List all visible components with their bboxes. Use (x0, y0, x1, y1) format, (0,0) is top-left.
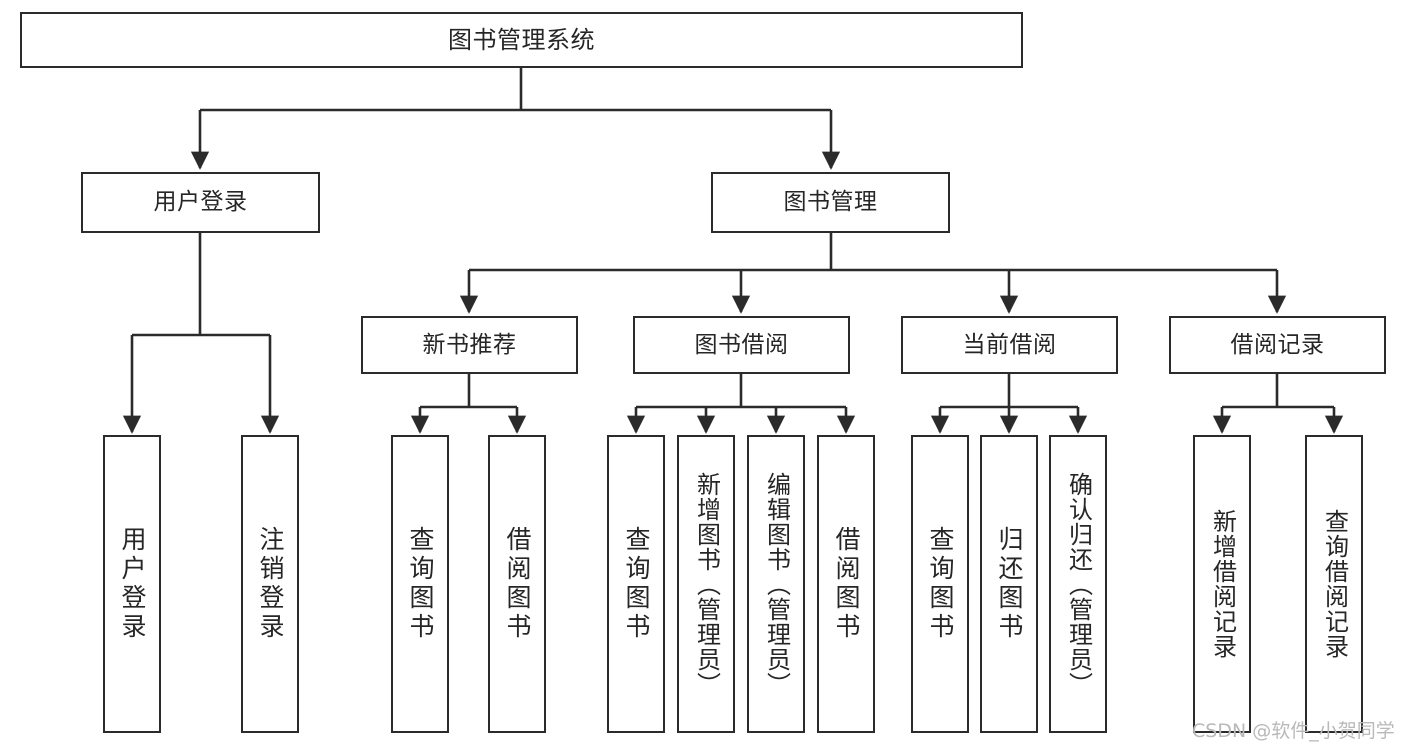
watermark-csdn: CSDN @软件_小贺同学 (1192, 720, 1395, 742)
leaf-borrow-edit-book-admin[interactable]: 编辑图书（管理员） (747, 435, 805, 733)
node-borrow-record[interactable]: 借阅记录 (1169, 316, 1386, 374)
leaf-user-login-logout[interactable]: 注销登录 (241, 435, 299, 733)
leaf-current-confirm-return-admin-label: 确认归还（管理员） (1064, 471, 1093, 697)
leaf-user-login-login-label: 用户登录 (118, 526, 147, 642)
leaf-record-query-record[interactable]: 查询借阅记录 (1305, 435, 1363, 733)
leaf-borrow-query-book-label: 查询图书 (622, 526, 651, 642)
leaf-recommend-borrow-book[interactable]: 借阅图书 (488, 435, 546, 733)
leaf-current-query-book-label: 查询图书 (926, 526, 955, 642)
node-book-borrow[interactable]: 图书借阅 (633, 316, 850, 374)
node-user-login[interactable]: 用户登录 (81, 172, 320, 233)
node-book-management[interactable]: 图书管理 (711, 172, 950, 233)
leaf-borrow-edit-book-admin-label: 编辑图书（管理员） (762, 471, 791, 697)
leaf-current-query-book[interactable]: 查询图书 (911, 435, 969, 733)
leaf-borrow-borrow-book[interactable]: 借阅图书 (817, 435, 875, 733)
leaf-current-confirm-return-admin[interactable]: 确认归还（管理员） (1049, 435, 1107, 733)
node-user-login-label: 用户登录 (153, 189, 248, 215)
node-book-borrow-label: 图书借阅 (694, 331, 789, 358)
leaf-borrow-add-book-admin-label: 新增图书（管理员） (692, 471, 721, 697)
node-root-system-label: 图书管理系统 (448, 26, 595, 54)
node-root-system[interactable]: 图书管理系统 (20, 12, 1023, 68)
leaf-user-login-login[interactable]: 用户登录 (103, 435, 161, 733)
leaf-current-return-book-label: 归还图书 (995, 526, 1024, 642)
leaf-record-add-record-label: 新增借阅记录 (1208, 509, 1237, 659)
node-new-book-recommend[interactable]: 新书推荐 (361, 316, 578, 374)
node-new-book-recommend-label: 新书推荐 (422, 331, 517, 358)
node-borrow-record-label: 借阅记录 (1230, 331, 1325, 358)
node-current-borrow-label: 当前借阅 (962, 331, 1057, 358)
leaf-borrow-query-book[interactable]: 查询图书 (607, 435, 665, 733)
node-current-borrow[interactable]: 当前借阅 (901, 316, 1118, 374)
node-book-management-label: 图书管理 (783, 189, 878, 215)
leaf-recommend-query-book[interactable]: 查询图书 (391, 435, 449, 733)
leaf-recommend-borrow-book-label: 借阅图书 (503, 526, 532, 642)
leaf-record-query-record-label: 查询借阅记录 (1320, 509, 1349, 659)
leaf-borrow-add-book-admin[interactable]: 新增图书（管理员） (677, 435, 735, 733)
leaf-current-return-book[interactable]: 归还图书 (980, 435, 1038, 733)
leaf-borrow-borrow-book-label: 借阅图书 (832, 526, 861, 642)
leaf-user-login-logout-label: 注销登录 (256, 526, 285, 642)
leaf-recommend-query-book-label: 查询图书 (406, 526, 435, 642)
leaf-record-add-record[interactable]: 新增借阅记录 (1193, 435, 1251, 733)
